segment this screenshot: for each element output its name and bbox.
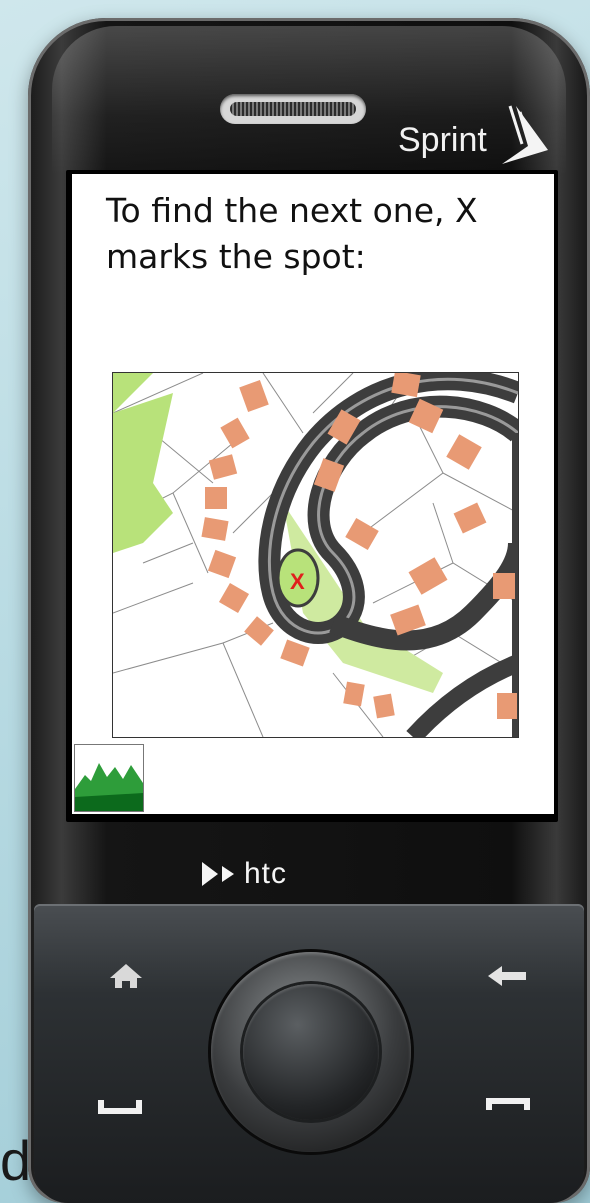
back-arrow-icon[interactable] [480,956,536,996]
brand-logo-icon [202,862,234,886]
image-thumbnail[interactable] [74,744,144,812]
call-icon[interactable] [92,1084,148,1124]
partial-text-letter: d [0,1129,32,1192]
carrier-logo-text: Sprint [398,121,487,159]
home-icon[interactable] [98,956,154,996]
speaker-grill [230,102,356,116]
carrier-logo-icon [502,105,548,164]
brand-label: htc [244,857,288,890]
select-button[interactable] [243,984,379,1120]
map-illustration: X [113,373,518,737]
treasure-map: X [112,372,519,738]
map-x-marker: X [290,569,305,594]
earpiece-speaker [220,94,366,124]
mountain-image-icon [75,745,143,811]
phone-screen: To find the next one, X marks the spot: [72,174,554,814]
end-call-icon[interactable] [480,1084,536,1124]
brand-logo-text: htc [202,854,288,894]
phone-body: Sprint To find the next one, X marks the… [28,18,590,1203]
clue-text: To find the next one, X marks the spot: [106,191,478,276]
